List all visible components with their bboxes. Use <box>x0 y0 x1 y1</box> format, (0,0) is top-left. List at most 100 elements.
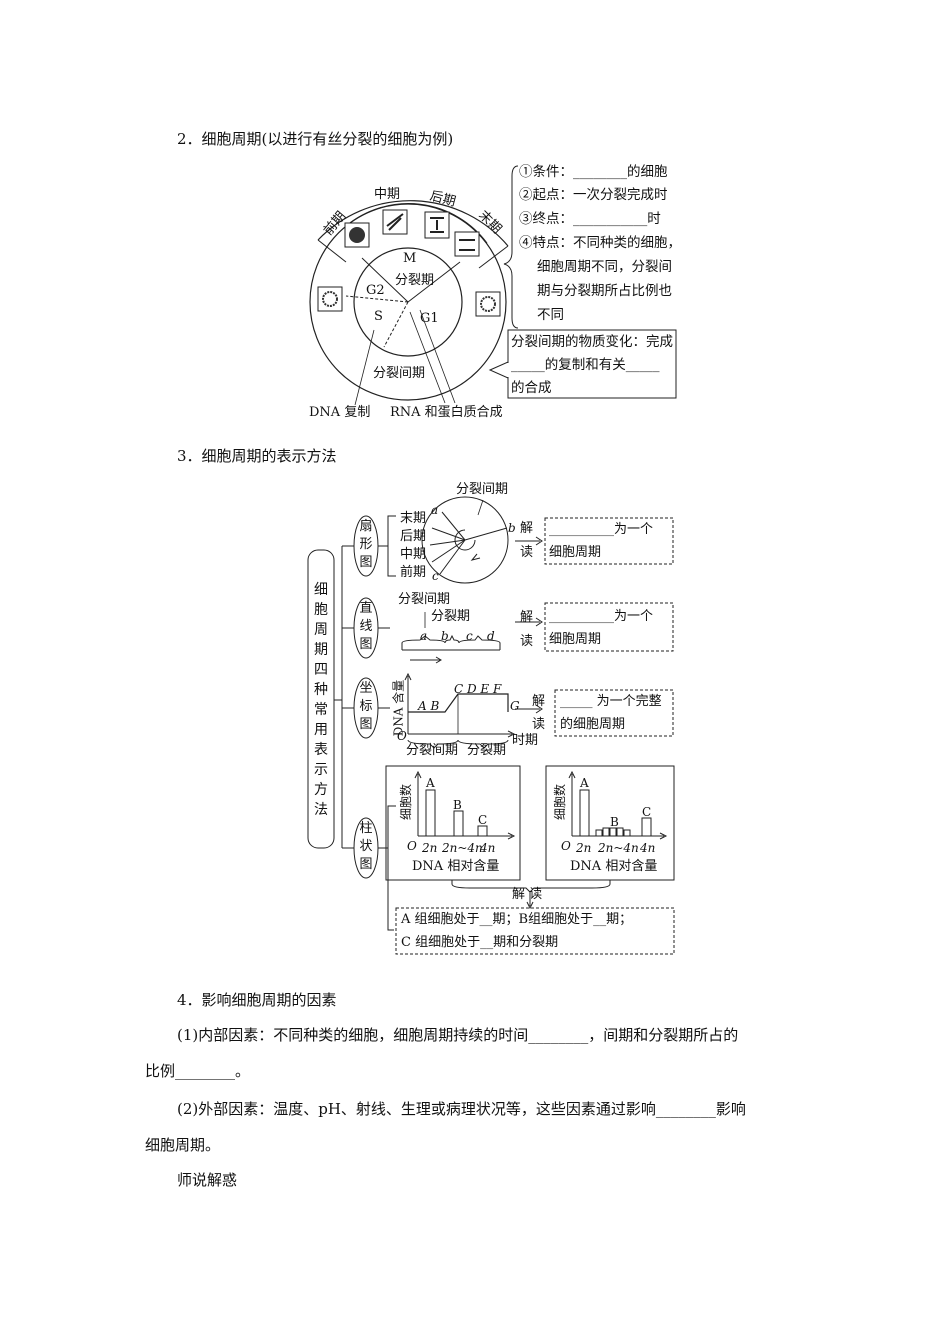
linear-letter-b: b <box>441 629 449 643</box>
label-anaphase: 后期 <box>428 189 457 210</box>
coord-ab: A B <box>418 699 440 713</box>
methods-vertical-title: 细胞周期四种常用表示方法 <box>314 582 328 818</box>
bar-result-line-2: C 组细胞处于__期和分裂期 <box>401 935 559 950</box>
method-linear-label: 直线图 <box>359 601 373 652</box>
label-g2: G2 <box>366 283 385 298</box>
linear-box-line-2: 细胞周期 <box>549 632 602 647</box>
linear-letter-c: c <box>466 629 473 643</box>
bar2-xtick-2n4n: 2n~4n <box>598 841 639 855</box>
box-line-1: 分裂间期的物质变化：完成 <box>511 334 673 350</box>
bar1-c <box>477 825 488 837</box>
sector-phase-anaphase: 后期 <box>400 529 427 544</box>
coord-g: G <box>510 699 520 713</box>
sector-box-line-1: __________为一个 <box>549 522 654 537</box>
bar-answer-box <box>395 907 675 955</box>
bar1-xlabel: DNA 相对含量 <box>412 859 500 874</box>
method-coord-label: 坐标图 <box>359 681 373 732</box>
label-m: M <box>403 251 416 266</box>
bar1-xtick-2n: 2n <box>422 841 438 855</box>
methods-title-box <box>307 549 335 849</box>
bar2-origin: O <box>561 839 571 853</box>
sector-point-a: a <box>431 503 439 517</box>
bar1-a <box>425 789 436 837</box>
label-dna-replication: DNA 复制 <box>309 405 370 420</box>
note-feature-2: 细胞周期不同，分裂间 <box>537 259 672 275</box>
bar-result-line-1: A 组细胞处于__期；B组细胞处于__期； <box>401 912 633 927</box>
bar1-xtick-2n4n: 2n~4n <box>442 841 483 855</box>
box-line-3: 的合成 <box>511 380 552 396</box>
linear-mitosis-label: 分裂期 <box>431 609 471 624</box>
bar1-label-a: A <box>426 776 435 790</box>
bar2-ylabel: 细胞数 <box>553 783 568 821</box>
cell-image-anaphase <box>424 211 450 239</box>
section4-p2-line1: (2)外部因素：温度、pH、射线、生理或病理状况等，这些因素通过影响______… <box>177 1100 746 1118</box>
sector-phase-prophase: 前期 <box>400 565 427 580</box>
note-end: ③终点：___________时 <box>519 211 661 227</box>
sector-phase-telophase: 末期 <box>400 511 427 526</box>
sector-du: 读 <box>520 545 534 560</box>
label-mitosis: 分裂期 <box>395 273 434 288</box>
note-feature-1: ④特点：不同种类的细胞， <box>519 235 681 251</box>
linear-letter-d: d <box>487 629 495 643</box>
inner-ring <box>353 247 463 357</box>
coord-mitosis: 分裂期 <box>467 743 507 758</box>
sector-phase-metaphase: 中期 <box>400 547 427 562</box>
coord-cdef: C D E F <box>454 682 502 696</box>
label-interphase: 分裂间期 <box>373 366 425 381</box>
m-arc <box>345 203 488 244</box>
note-start: ②起点：一次分裂完成时 <box>519 187 668 203</box>
sector-box-line-2: 细胞周期 <box>549 545 602 560</box>
bar1-xtick-4n: 4n <box>480 841 496 855</box>
bar2-label-b: B <box>610 815 619 829</box>
bar1-ylabel: 细胞数 <box>399 783 414 821</box>
sector-circle <box>421 496 509 584</box>
section3-heading: 3．细胞周期的表示方法 <box>177 447 337 465</box>
box-line-2: _____的复制和有关_____ <box>511 357 660 373</box>
coord-box-line-1: _____ 为一个完整 <box>560 694 662 709</box>
label-metaphase: 中期 <box>374 187 400 202</box>
bar2-a <box>579 789 590 837</box>
note-feature-3: 期与分裂期所占比例也 <box>537 283 672 299</box>
section2-heading: 2．细胞周期(以进行有丝分裂的细胞为例) <box>177 130 454 148</box>
coord-interphase: 分裂间期 <box>406 743 459 758</box>
bar-jie-du: 解 读 <box>512 887 543 902</box>
coord-origin: O <box>397 729 407 743</box>
bar2-b <box>609 827 617 837</box>
cell-image-telophase <box>454 231 480 257</box>
bar1-label-b: B <box>453 798 462 812</box>
bar1-b <box>453 810 464 837</box>
linear-letter-a: a <box>420 629 428 643</box>
bar2-xtick-4n: 4n <box>640 841 656 855</box>
bar1-origin: O <box>407 839 417 853</box>
section4-p2-line2: 细胞周期。 <box>145 1136 221 1154</box>
sector-interphase-label: 分裂间期 <box>456 482 509 497</box>
coord-box-line-2: 的细胞周期 <box>560 717 626 732</box>
method-sector-label: 扇形图 <box>359 519 373 570</box>
linear-interphase-label: 分裂间期 <box>398 592 451 607</box>
coord-jie: 解 <box>532 694 546 709</box>
sector-jie: 解 <box>520 521 534 536</box>
method-bar-label: 柱状图 <box>359 821 373 872</box>
coord-xlabel: 时期 <box>512 733 539 748</box>
label-rna-protein: RNA 和蛋白质合成 <box>390 404 503 420</box>
sector-answer-box <box>544 517 674 565</box>
notes-brace <box>503 165 519 329</box>
linear-answer-box <box>544 602 674 652</box>
linear-jie: 解 <box>520 610 534 625</box>
bar-chart-1-frame <box>385 765 521 881</box>
bar2-label-a: A <box>580 776 589 790</box>
phase-band-outer-arc <box>317 200 509 247</box>
sector-point-c: c <box>432 569 439 583</box>
bar2-xtick-2n: 2n <box>576 841 592 855</box>
bar2-xlabel: DNA 相对含量 <box>570 859 658 874</box>
sector-point-b: b <box>508 521 516 535</box>
section4-p1-line2: 比例________。 <box>145 1062 251 1080</box>
section4-p1-line1: (1)内部因素：不同种类的细胞，细胞周期持续的时间________，间期和分裂期… <box>177 1026 739 1044</box>
label-s: S <box>374 309 383 324</box>
note-feature-4: 不同 <box>537 307 564 323</box>
footer-heading: 师说解惑 <box>177 1171 238 1189</box>
coord-answer-box <box>554 689 674 737</box>
note-condition: ①条件：________的细胞 <box>519 164 668 180</box>
coord-du: 读 <box>532 717 546 732</box>
